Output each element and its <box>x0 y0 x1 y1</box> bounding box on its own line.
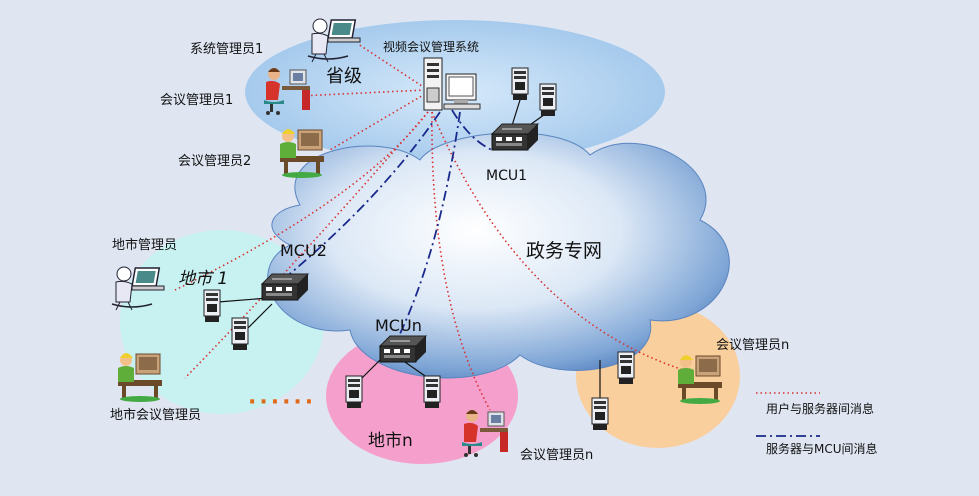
meeting-admin-n-right-label: 会议管理员n <box>716 338 790 353</box>
terminal-icon <box>511 67 529 101</box>
meeting-admin-1-label: 会议管理员1 <box>160 93 234 108</box>
meeting-admin-2-label: 会议管理员2 <box>178 154 252 169</box>
terminal-icon <box>203 289 221 323</box>
server-mcu-links <box>279 109 820 437</box>
terminal-icon <box>423 375 441 409</box>
gov-network-label: 政务专网 <box>526 240 603 262</box>
provincial-label: 省级 <box>326 66 362 87</box>
meeting-admin-n-bottom-label: 会议管理员n <box>520 448 594 463</box>
mcu2-label: MCU2 <box>280 241 327 260</box>
mcu1-device-icon <box>491 123 539 151</box>
terminal-icon <box>345 375 363 409</box>
terminal-icon <box>231 317 249 351</box>
mcun-device-icon <box>379 335 427 363</box>
user-server-links <box>174 43 820 411</box>
terminal-icon <box>617 351 635 385</box>
mcu1-label: MCU1 <box>486 168 528 184</box>
city-1-label: 地市 1 <box>178 269 229 289</box>
legend-server-mcu-label: 服务器与MCU间消息 <box>766 442 878 456</box>
city-meeting-admin-label: 地市会议管理员 <box>110 408 202 423</box>
system-admin-1-label: 系统管理员1 <box>190 42 264 57</box>
terminal-icon <box>539 83 557 117</box>
mcun-label: MCUn <box>375 316 422 335</box>
terminal-icon <box>591 397 609 431</box>
legend-user-server-label: 用户与服务器间消息 <box>766 402 875 416</box>
city-n-label: 地市n <box>368 431 413 451</box>
ellipsis-indicator: ······ <box>248 390 317 415</box>
mcu2-device-icon <box>261 273 309 301</box>
city-admin-label: 地市管理员 <box>112 238 178 253</box>
video-conference-management-system-icon <box>423 57 481 111</box>
vcms-label: 视频会议管理系统 <box>383 40 480 54</box>
